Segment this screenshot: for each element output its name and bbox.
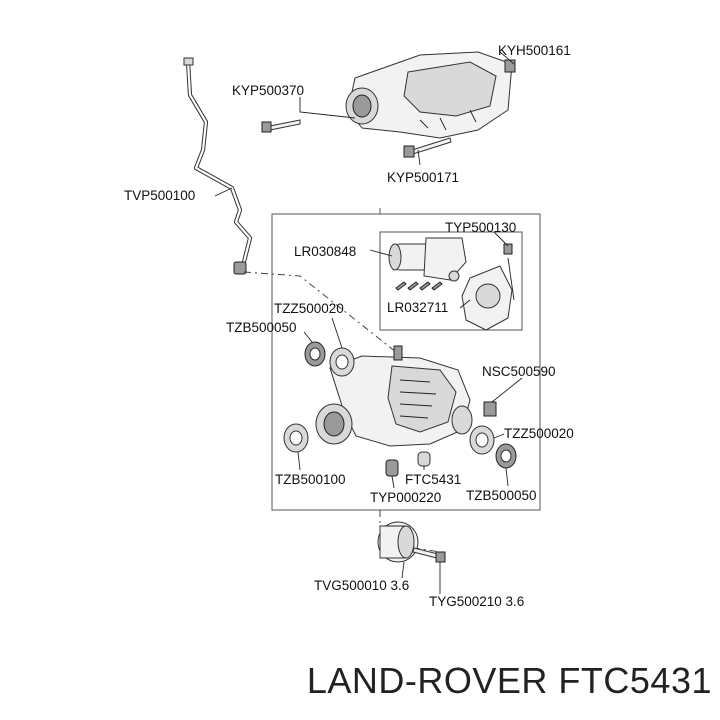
label-lr032711: LR032711 [387, 300, 448, 315]
label-kyh500161: KYH500161 [498, 43, 571, 58]
damper-tvg500010 [377, 521, 419, 563]
plug-ftc5431 [417, 451, 431, 467]
label-kyp500370: KYP500370 [232, 83, 304, 98]
label-tzb500100: TZB500100 [275, 472, 346, 487]
seal-tzz500020-right [469, 425, 495, 455]
seal-tzz500020-left [329, 347, 355, 377]
label-tzz500020-right: TZZ500020 [504, 426, 574, 441]
bolt-kyp500370 [261, 119, 301, 133]
plug-typ000220 [385, 459, 399, 477]
label-lr030848: LR030848 [294, 244, 356, 259]
seal-tzb500050-right [495, 443, 517, 469]
part-caption: LAND-ROVER FTC5431 [306, 660, 712, 701]
label-ftc5431: FTC5431 [405, 472, 461, 487]
bolt-row [395, 281, 443, 291]
label-typ000220: TYP000220 [370, 490, 441, 505]
bolt-kyp500171 [403, 137, 452, 158]
label-tzz500020-left: TZZ500020 [274, 301, 344, 316]
actuator-motor [388, 237, 467, 282]
actuator-housing [461, 243, 515, 331]
label-kyp500171: KYP500171 [387, 170, 459, 185]
seal-tzb500100 [283, 423, 309, 453]
label-tyg500210: TYG500210 3.6 [429, 594, 524, 609]
differential-main [315, 345, 473, 447]
sensor-nsc500590 [483, 401, 497, 417]
seal-tzb500050-left [304, 341, 326, 367]
exploded-frame [271, 208, 541, 511]
label-tvp500100: TVP500100 [124, 188, 195, 203]
label-tzb500050-right: TZB500050 [466, 488, 537, 503]
label-tvg500010: TVG500010 3.6 [314, 578, 409, 593]
label-nsc500590: NSC500590 [482, 364, 556, 379]
label-typ500130: TYP500130 [445, 220, 516, 235]
differential-housing-top [345, 51, 516, 139]
label-tzb500050-left: TZB500050 [226, 320, 297, 335]
bolt-tyg500210 [412, 547, 446, 563]
